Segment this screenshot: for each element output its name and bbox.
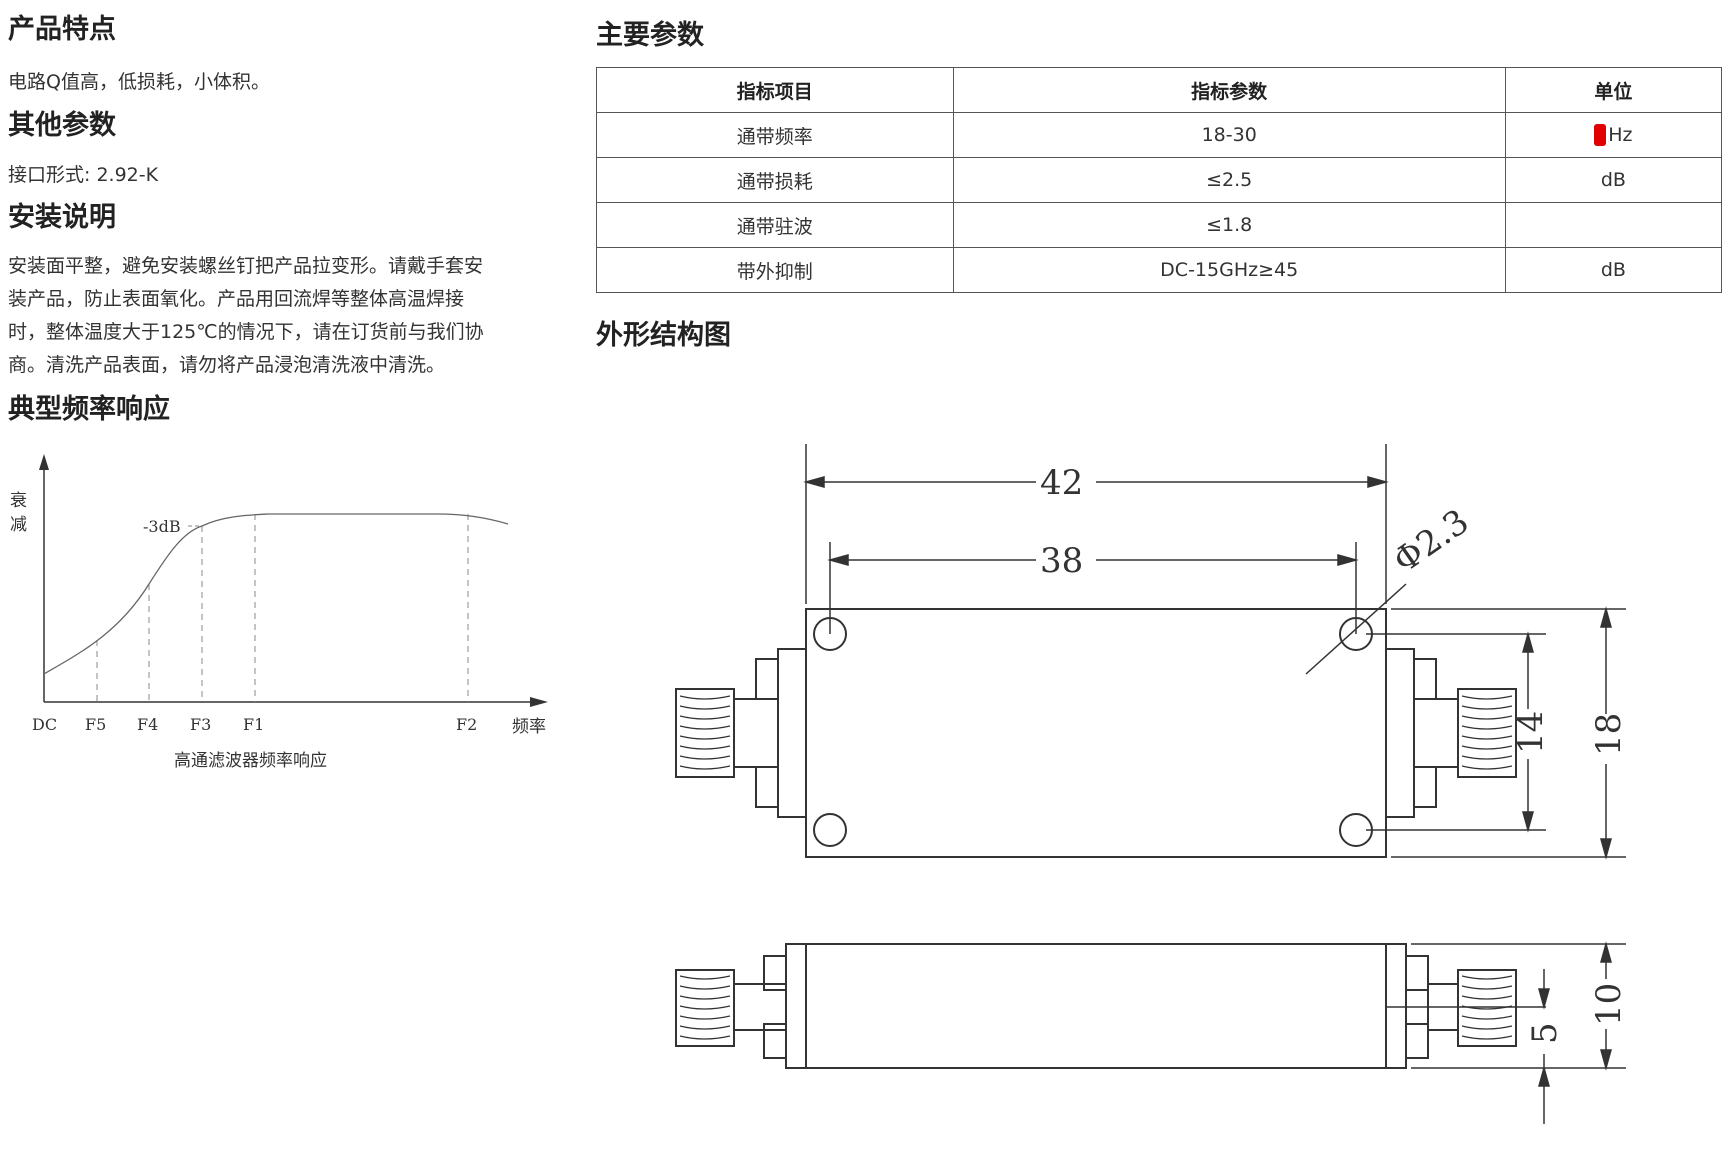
tick-f3: F3 — [190, 715, 211, 734]
tick-dc: DC — [32, 715, 57, 734]
header-unit: 单位 — [1504, 67, 1723, 113]
dim-18: 18 — [1589, 713, 1629, 756]
cell-item: 通带驻波 — [596, 202, 954, 248]
x-axis-arrow — [530, 697, 548, 707]
arrowhead — [1367, 476, 1389, 488]
left-thread-lines — [679, 695, 731, 770]
right-thread-lines — [1461, 695, 1513, 770]
install-line: 安装面平整，避免安装螺丝钉把产品拉变形。请戴手套安 — [8, 255, 484, 277]
response-heading: 典型频率响应 — [8, 394, 170, 425]
side-right-thread-lines — [1461, 975, 1513, 1040]
marker-3db: -3dB — [143, 517, 181, 536]
install-line: 商。清洗产品表面，请勿将产品浸泡清洗液中清洗。 — [8, 354, 446, 376]
cell-unit: Hz — [1504, 112, 1723, 158]
side-left-thread — [675, 969, 735, 1047]
side-left-thread-lines — [679, 975, 731, 1040]
tick-f4: F4 — [137, 715, 158, 734]
body-top-view — [805, 608, 1387, 858]
left-connector-neck — [733, 698, 779, 768]
cell-value: DC-15GHz≥45 — [952, 247, 1506, 293]
right-nut-bottom — [1413, 766, 1437, 808]
cell-item: 通带频率 — [596, 112, 954, 158]
cell-value: 18-30 — [952, 112, 1506, 158]
side-right-flange — [1385, 943, 1407, 1069]
left-nut-top — [755, 658, 779, 700]
table-row: 带外抑制 DC-15GHz≥45 dB — [596, 247, 1723, 293]
dim-38: 38 — [1040, 541, 1083, 581]
header-item: 指标项目 — [596, 67, 954, 113]
x-label: 频率 — [512, 717, 546, 737]
cell-value: ≤2.5 — [952, 157, 1506, 203]
side-left-nut-bottom — [763, 1023, 787, 1059]
cell-item: 带外抑制 — [596, 247, 954, 293]
red-annotation-mark — [1594, 124, 1607, 147]
interface-text: 接口形式: 2.92-K — [8, 164, 159, 186]
table-row: 通带频率 18-30 Hz — [596, 112, 1723, 158]
left-flange — [777, 648, 807, 818]
arrowhead — [803, 476, 825, 488]
install-heading: 安装说明 — [8, 202, 116, 233]
outline-heading: 外形结构图 — [596, 320, 731, 351]
dim-hole: Φ2.3 — [1386, 502, 1476, 582]
arrowhead — [1538, 1065, 1550, 1087]
arrowhead — [1538, 988, 1550, 1010]
features-text: 电路Q值高，低损耗，小体积。 — [8, 71, 270, 93]
cell-item: 通带损耗 — [596, 157, 954, 203]
specs-table: 指标项目 指标参数 单位 通带频率 18-30 Hz 通带损耗 ≤2.5 dB … — [596, 67, 1723, 293]
dim-42: 42 — [1040, 463, 1083, 503]
side-left-flange — [785, 943, 807, 1069]
arrowhead — [1337, 554, 1359, 566]
right-connector-thread — [1457, 688, 1517, 778]
left-connector-thread — [675, 688, 735, 778]
response-curve — [43, 513, 509, 675]
header-value: 指标参数 — [952, 67, 1506, 113]
arrowhead — [1522, 811, 1534, 833]
arrowhead — [1600, 1049, 1612, 1071]
cell-unit: dB — [1504, 247, 1723, 293]
mount-hole — [813, 813, 847, 847]
cell-unit: dB — [1504, 157, 1723, 203]
tick-f2: F2 — [456, 715, 477, 734]
install-line: 装产品，防止表面氧化。产品用回流焊等整体高温焊接 — [8, 288, 465, 310]
dim-10: 10 — [1589, 983, 1629, 1026]
arrowhead — [827, 554, 849, 566]
features-heading: 产品特点 — [8, 14, 116, 45]
side-right-nut-bottom — [1405, 1023, 1429, 1059]
cell-value: ≤1.8 — [952, 202, 1506, 248]
right-connector-neck — [1413, 698, 1459, 768]
other-params-heading: 其他参数 — [8, 110, 116, 141]
right-flange — [1385, 648, 1415, 818]
figure-caption: 高通滤波器频率响应 — [174, 751, 327, 771]
tick-f5: F5 — [85, 715, 106, 734]
dim-14: 14 — [1511, 711, 1551, 754]
frequency-response-figure: 衰 减 -3dB DC F5 F4 F3 F1 F2 频率 高通滤波器频率响应 — [10, 454, 548, 771]
specs-heading: 主要参数 — [596, 20, 704, 51]
left-nut-bottom — [755, 766, 779, 808]
cell-unit-text: Hz — [1608, 123, 1633, 146]
table-header-row: 指标项目 指标参数 单位 — [596, 67, 1723, 113]
body-side-view — [805, 943, 1387, 1069]
arrowhead — [1600, 941, 1612, 963]
right-nut-top — [1413, 658, 1437, 700]
table-row: 通带驻波 ≤1.8 — [596, 202, 1723, 248]
hole-leader — [1305, 583, 1407, 675]
side-right-thread — [1457, 969, 1517, 1047]
install-text: 安装面平整，避免安装螺丝钉把产品拉变形。请戴手套安 装产品，防止表面氧化。产品用… — [8, 250, 548, 382]
outline-drawing: 42 38 Φ2.3 14 18 — [675, 444, 1629, 1124]
side-left-nut-top — [763, 955, 787, 991]
y-label-1: 衰 — [10, 491, 27, 511]
arrowhead — [1600, 606, 1612, 628]
cell-unit — [1504, 202, 1723, 248]
tick-f1: F1 — [243, 715, 264, 734]
side-right-nut-top — [1405, 955, 1429, 991]
dim-5: 5 — [1525, 1022, 1565, 1044]
arrowhead — [1600, 838, 1612, 860]
y-axis-arrow — [39, 454, 49, 470]
arrowhead — [1522, 631, 1534, 653]
install-line: 时，整体温度大于125℃的情况下，请在订货前与我们协 — [8, 321, 484, 343]
table-row: 通带损耗 ≤2.5 dB — [596, 157, 1723, 203]
y-label-2: 减 — [10, 515, 27, 535]
